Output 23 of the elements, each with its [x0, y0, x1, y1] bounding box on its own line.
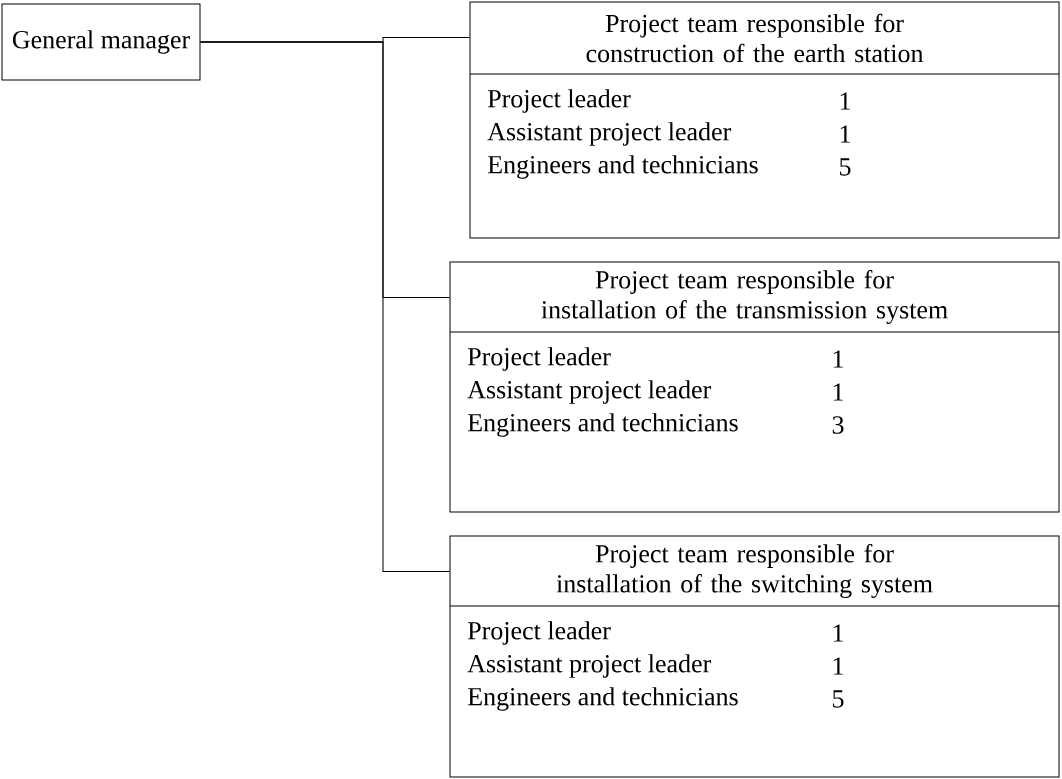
staff-count: 1: [833, 350, 843, 368]
manager-box: General manager: [1, 3, 201, 81]
team-heading: Project team responsible for construction of the earth station: [586, 13, 924, 63]
staff-count: 1: [840, 92, 850, 110]
staff-count: 5: [833, 690, 844, 708]
staff-count: 1: [833, 624, 843, 642]
role-label: Engineers and technicians: [467, 413, 738, 437]
role-label: Project leader: [467, 621, 611, 645]
connector-line: [200, 41, 450, 572]
role-label: Assistant project leader: [467, 654, 712, 678]
role-label: Engineers and technicians: [467, 687, 738, 711]
role-label: Assistant project leader: [467, 380, 712, 404]
role-label: Engineers and technicians: [487, 155, 758, 179]
staff-count: 1: [833, 657, 843, 675]
role-label: Assistant project leader: [487, 122, 732, 146]
staff-count: 1: [833, 383, 843, 401]
role-label: Project leader: [487, 89, 631, 113]
role-label: Project leader: [467, 347, 611, 371]
team-heading: Project team responsible for installation of the switching system: [556, 544, 933, 598]
staff-count: 3: [832, 416, 844, 434]
staff-count: 5: [840, 158, 851, 176]
team-heading: Project team responsible for installation of the transmission system: [541, 270, 948, 324]
staff-count: 1: [840, 125, 850, 143]
